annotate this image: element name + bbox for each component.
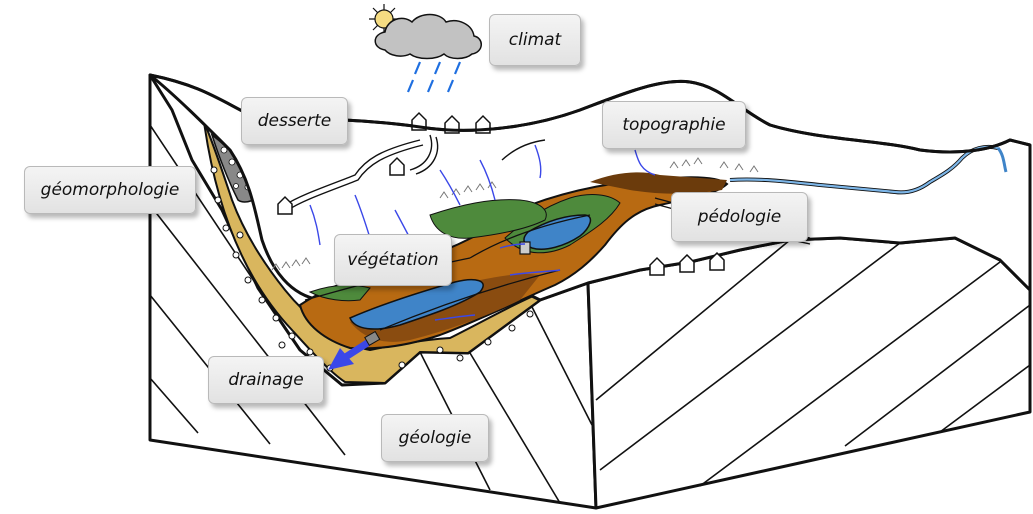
rain-icon (406, 61, 462, 93)
surface-flow-arrows (309, 144, 656, 321)
river (729, 144, 1008, 195)
peat-basin (298, 172, 729, 350)
label-climat: climat (489, 14, 581, 66)
sediment-layer (203, 121, 561, 385)
label-desserte: desserte (241, 97, 348, 145)
label-drainage: drainage (208, 356, 324, 404)
label-geologie: géologie (381, 414, 489, 462)
label-vegetation: végétation (334, 234, 452, 286)
cloud-icon (374, 13, 482, 60)
piezometer-icon (519, 241, 531, 255)
label-geomorphologie: géomorphologie (24, 166, 196, 214)
tree-marks (271, 157, 759, 271)
block-right-face (586, 236, 1032, 510)
drainage-arrow-icon (328, 330, 381, 370)
label-topographie: topographie (602, 101, 746, 149)
label-pedologie: pédologie (671, 192, 808, 242)
